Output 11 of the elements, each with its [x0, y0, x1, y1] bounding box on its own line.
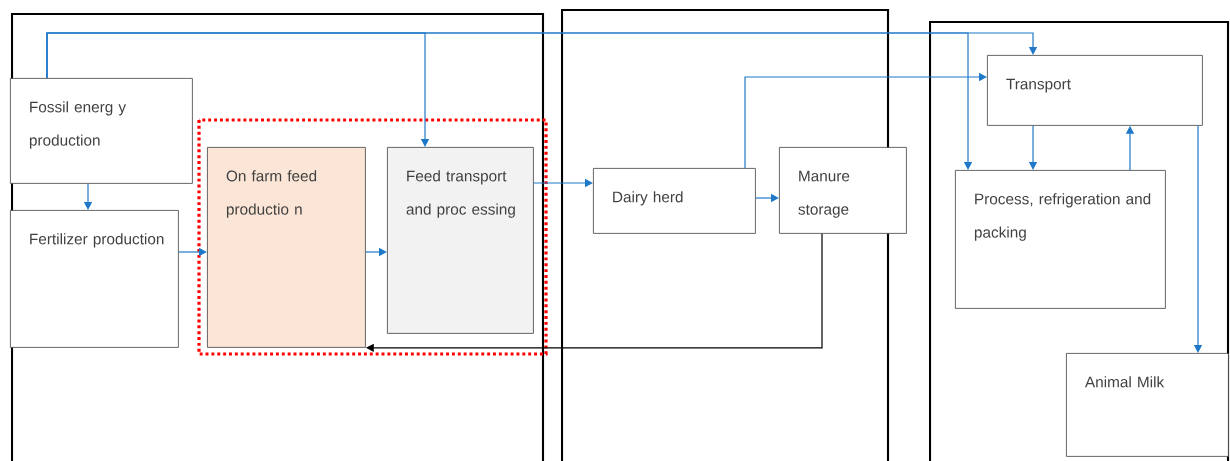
- arrow: [744, 72, 987, 169]
- process-box: Process, refrigeration and packing: [955, 170, 1166, 309]
- process-box: Dairy herd: [593, 168, 756, 234]
- process-box: Fossil energ y production: [10, 78, 193, 184]
- arrow: [46, 32, 1038, 79]
- process-box: Transport: [987, 55, 1203, 126]
- process-box: On farm feed productio n: [207, 147, 366, 348]
- process-box: Animal Milk: [1066, 353, 1229, 457]
- process-box: Feed transport and proc essing: [387, 147, 534, 334]
- process-box: Fertilizer production: [10, 210, 179, 348]
- process-box: Manure storage: [779, 147, 907, 234]
